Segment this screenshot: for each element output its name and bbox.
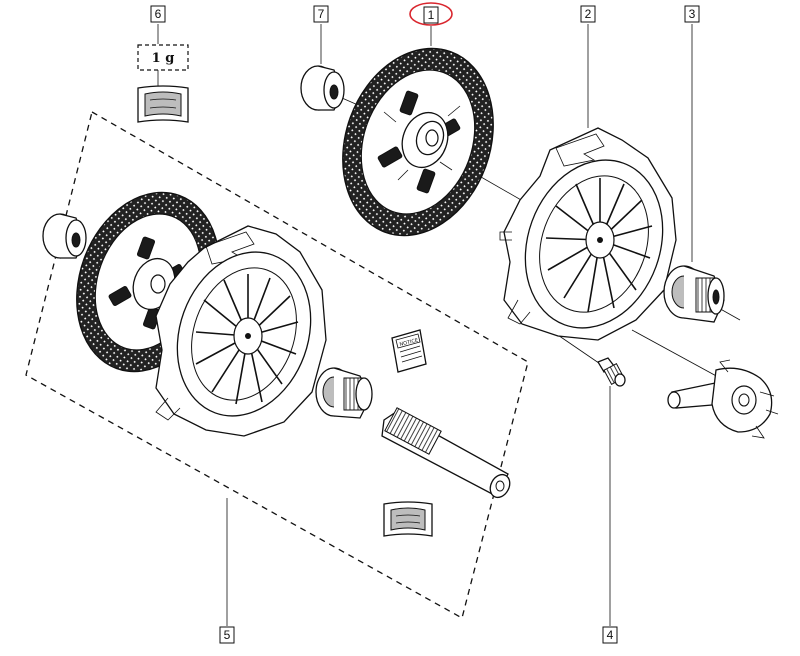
pressure-plate-2[interactable] xyxy=(499,127,685,347)
svg-text:1: 1 xyxy=(428,8,435,22)
clutch-disc-1[interactable] xyxy=(318,27,519,257)
callout-4[interactable]: 4 xyxy=(602,626,618,644)
svg-text:5: 5 xyxy=(224,628,231,642)
kit-alignment-tool xyxy=(381,407,511,499)
kit-boundary-dashed xyxy=(25,111,529,619)
svg-text:1 g: 1 g xyxy=(152,51,175,66)
svg-text:2: 2 xyxy=(585,7,592,21)
kit-release-bearing xyxy=(315,367,373,419)
svg-text:NOTICE: NOTICE xyxy=(399,338,419,348)
grease-quantity-label: 1 g xyxy=(137,44,189,71)
svg-text:6: 6 xyxy=(155,7,162,21)
callout-1[interactable]: 1 xyxy=(409,2,453,26)
kit-pressure-plate xyxy=(155,225,327,437)
svg-text:3: 3 xyxy=(689,7,696,21)
pilot-bearing-7[interactable] xyxy=(300,65,345,111)
selected-part-highlight xyxy=(409,2,453,26)
callout-7[interactable]: 7 xyxy=(313,5,329,23)
kit-instruction-booklet: NOTICE xyxy=(391,329,427,373)
release-bearing-3[interactable] xyxy=(663,265,725,323)
grease-sachet-6[interactable] xyxy=(137,85,189,123)
kit-pilot-bearing xyxy=(42,213,87,259)
damper-springs xyxy=(377,90,461,194)
release-fork xyxy=(667,359,779,439)
bolt-4[interactable] xyxy=(597,357,626,387)
callout-5[interactable]: 5 xyxy=(219,626,235,644)
callout-3[interactable]: 3 xyxy=(684,5,700,23)
callout-2[interactable]: 2 xyxy=(580,5,596,23)
kit-grease-sachet xyxy=(383,501,433,537)
leader-lines xyxy=(157,24,693,626)
callout-6[interactable]: 6 xyxy=(150,5,166,23)
svg-text:7: 7 xyxy=(318,7,325,21)
svg-text:4: 4 xyxy=(607,628,614,642)
